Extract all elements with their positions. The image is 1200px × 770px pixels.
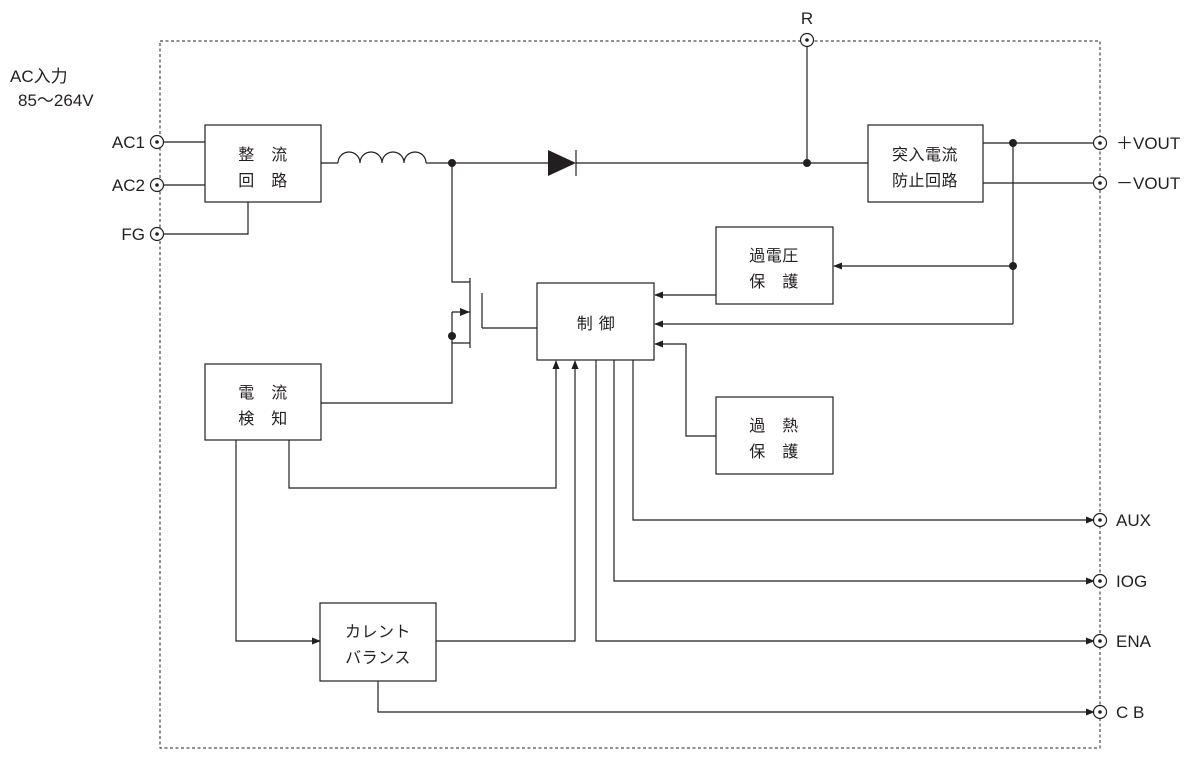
mosfet-arrow	[460, 308, 470, 316]
inductor-coil	[337, 151, 427, 164]
terminal-ac2: AC2	[112, 176, 165, 195]
terminal-aux: AUX	[1092, 511, 1151, 530]
wire-iog	[613, 360, 1095, 585]
overheat-label-2: 保 護	[749, 442, 799, 461]
terminal-vout-minus: －VOUT	[1092, 174, 1180, 193]
wire-aux	[632, 360, 1095, 524]
terminal-r: R	[799, 9, 815, 48]
wire-balance-to-control	[436, 360, 579, 642]
overvoltage-label-2: 保 護	[749, 272, 799, 291]
control-block: 制 御	[536, 282, 655, 361]
wire-ena	[595, 360, 1095, 645]
ac-input-range: 85～264V	[18, 91, 94, 110]
current-balance-label-1: カレント	[345, 622, 411, 641]
wire-detect-to-balance	[235, 440, 321, 645]
inrush-label-1: 突入電流	[892, 145, 958, 164]
rectifier-block: 整 流 回 路	[204, 124, 322, 203]
unit-enclosure	[159, 40, 1101, 749]
diode-symbol	[548, 150, 577, 176]
wiring	[164, 46, 1095, 716]
rectifier-label-2: 回 路	[238, 171, 288, 190]
terminal-vout-minus-label: －VOUT	[1116, 174, 1180, 193]
junction-dots	[448, 139, 1017, 340]
terminal-ac1: AC1	[112, 133, 165, 152]
wire-fg	[164, 202, 249, 235]
wire-overheat-to-control	[654, 340, 716, 437]
terminal-vout-plus-label: ＋VOUT	[1116, 134, 1180, 153]
wire-cb	[374, 673, 1095, 716]
terminal-iog-label: IOG	[1116, 572, 1147, 591]
inrush-block: 突入電流 防止回路	[867, 124, 984, 203]
overheat-label-1: 過 熱	[749, 416, 799, 435]
rectifier-label-1: 整 流	[238, 145, 288, 164]
terminal-fg-label: FG	[121, 225, 145, 244]
current-balance-block: カレント バランス	[319, 602, 437, 682]
current-detect-block: 電 流 検 知	[204, 363, 322, 441]
terminal-ac1-label: AC1	[112, 133, 145, 152]
current-balance-label-2: バランス	[345, 648, 411, 667]
wire-detect-to-control	[288, 360, 560, 489]
terminal-aux-label: AUX	[1116, 511, 1151, 530]
terminal-fg: FG	[121, 225, 165, 244]
inrush-label-2: 防止回路	[892, 171, 958, 190]
terminal-ena-label: ENA	[1116, 632, 1152, 651]
terminal-iog: IOG	[1092, 572, 1147, 591]
terminal-r-label: R	[801, 9, 813, 28]
terminal-ac2-label: AC2	[112, 176, 145, 195]
terminal-cb: C B	[1092, 703, 1144, 722]
terminal-vout-plus: ＋VOUT	[1092, 134, 1180, 153]
control-label: 制 御	[577, 314, 616, 333]
terminal-cb-label: C B	[1116, 703, 1144, 722]
terminal-ena: ENA	[1092, 632, 1152, 651]
mosfet-drain	[451, 163, 470, 283]
current-detect-label-1: 電 流	[238, 383, 288, 402]
current-detect-label-2: 検 知	[238, 409, 288, 428]
mosfet-source	[321, 342, 470, 404]
overvoltage-block: 過電圧 保 護	[715, 226, 834, 305]
overheat-block: 過 熱 保 護	[715, 396, 834, 475]
ac-input-title: AC入力	[10, 67, 68, 86]
overvoltage-label-1: 過電圧	[749, 246, 799, 265]
